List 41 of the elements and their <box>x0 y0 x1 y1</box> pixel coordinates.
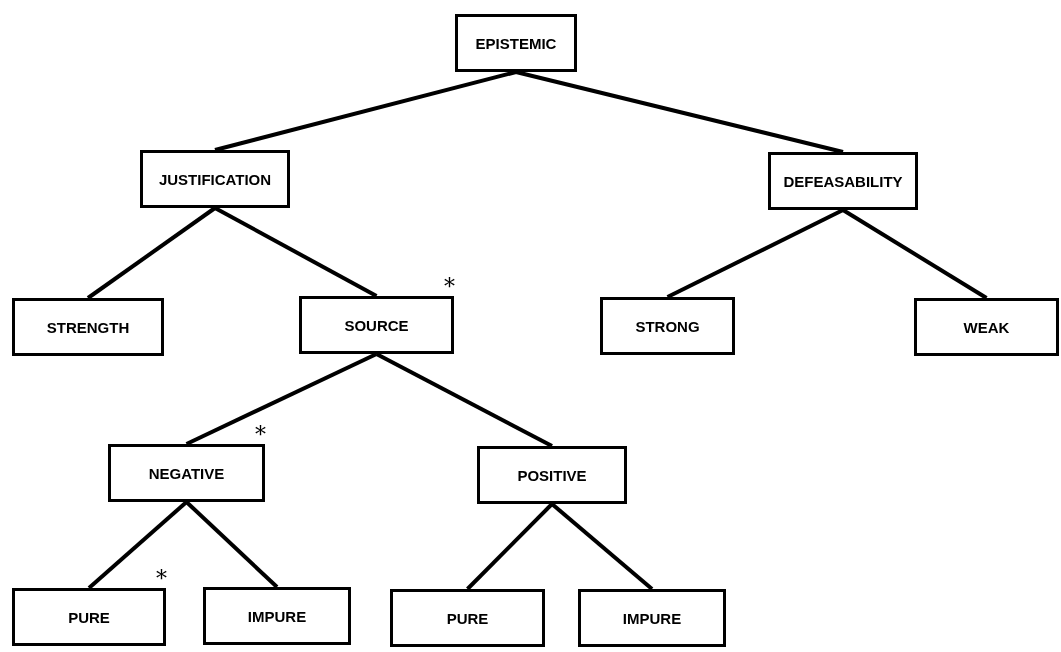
category-box <box>203 587 351 645</box>
category-label: POSITIVE <box>517 466 587 484</box>
category-box <box>108 444 265 502</box>
category-label: WEAK <box>963 318 1010 336</box>
category-box <box>455 14 577 72</box>
category-label: DEFEASABILITY <box>783 172 903 190</box>
connector-line <box>841 208 988 300</box>
category-box <box>12 588 166 646</box>
connector-line <box>375 352 553 448</box>
category-box <box>140 150 290 208</box>
connector-line <box>87 500 188 590</box>
category-box <box>299 296 454 354</box>
category-box <box>12 298 164 356</box>
connector-line <box>185 500 279 589</box>
category-box <box>600 297 735 355</box>
connector-line <box>666 208 844 299</box>
category-box <box>914 298 1059 356</box>
category-label: EPISTEMIC <box>475 34 557 52</box>
connector-line <box>86 206 217 300</box>
connector-line <box>466 502 554 591</box>
category-label: IMPURE <box>247 607 307 625</box>
category-box <box>578 589 726 647</box>
category-label: JUSTIFICATION <box>158 170 272 188</box>
asterisk-mark: * <box>255 424 266 446</box>
category-label: NEGATIVE <box>148 464 225 482</box>
category-box <box>390 589 545 647</box>
connector-line <box>515 70 844 154</box>
connector-line <box>214 206 378 298</box>
connector-line <box>214 70 517 152</box>
asterisk-mark: * <box>444 276 455 298</box>
category-label: PURE <box>446 609 489 627</box>
category-label: STRONG <box>635 317 700 335</box>
category-label: IMPURE <box>622 609 682 627</box>
category-box <box>477 446 627 504</box>
connector-line <box>185 352 378 446</box>
category-label: PURE <box>68 608 110 626</box>
category-label: STRENGTH <box>46 318 130 336</box>
category-label: SOURCE <box>344 316 409 334</box>
asterisk-mark: * <box>156 568 167 590</box>
connector-line <box>550 502 654 591</box>
category-box <box>768 152 918 210</box>
